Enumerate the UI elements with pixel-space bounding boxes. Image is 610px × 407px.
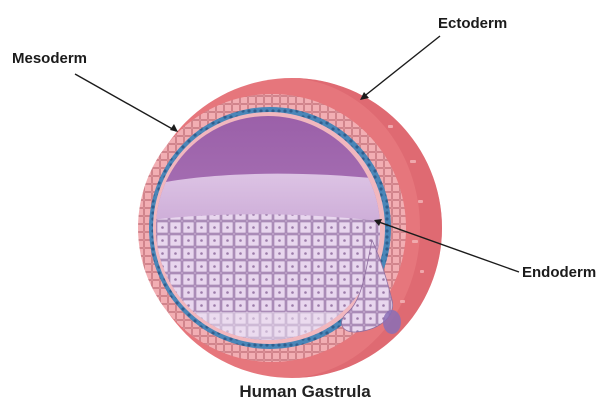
mesoderm-label: Mesoderm [12,50,87,67]
streak-tip [383,310,401,334]
endoderm-label: Endoderm [522,264,596,281]
mesoderm-pointer-line [75,74,176,131]
diagram-title: Human Gastrula [0,382,610,402]
ectoderm-label: Ectoderm [438,15,507,32]
ectoderm-pointer-line [362,36,440,98]
